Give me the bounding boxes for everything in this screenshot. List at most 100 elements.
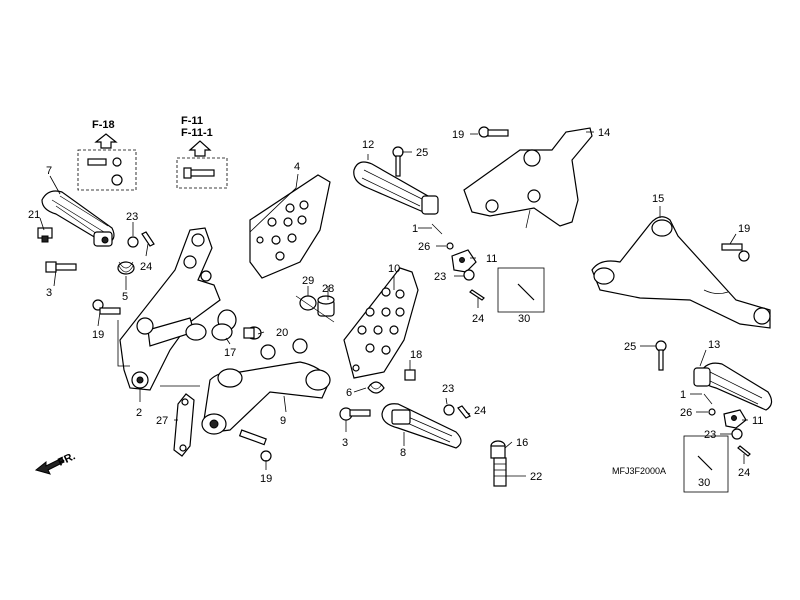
cotter-pin-24-top: [469, 289, 485, 301]
reference-f11-1-label[interactable]: F-11-1: [181, 127, 213, 139]
rider-step-holder-2: [119, 227, 221, 391]
ball-26-right: [708, 408, 716, 416]
callout-23-left[interactable]: 23: [126, 211, 138, 223]
callout-1-right[interactable]: 1: [680, 389, 686, 401]
pin-25-top: [392, 146, 404, 177]
callout-1-top[interactable]: 1: [412, 223, 418, 235]
callout-12[interactable]: 12: [362, 139, 374, 151]
callout-19-top[interactable]: 19: [452, 129, 464, 141]
callout-19-right[interactable]: 19: [738, 223, 750, 235]
callout-30-right[interactable]: 30: [698, 477, 710, 489]
callout-4[interactable]: 4: [294, 161, 300, 173]
front-arrow-icon: [34, 457, 65, 475]
heel-guard-4: [249, 174, 331, 279]
callout-3-center[interactable]: 3: [342, 437, 348, 449]
bolt-19-right: [721, 243, 750, 262]
up-arrow-icon: [94, 133, 118, 149]
callout-26-right[interactable]: 26: [680, 407, 692, 419]
washer-23-center: [443, 404, 455, 416]
callout-25-top[interactable]: 25: [416, 147, 428, 159]
callout-24-center[interactable]: 24: [474, 405, 486, 417]
diagram-code: MFJ3F2000A: [612, 466, 666, 476]
callout-11-top[interactable]: 11: [486, 253, 497, 265]
footpeg-left: [41, 190, 115, 247]
callout-21[interactable]: 21: [28, 209, 40, 221]
spring-6: [367, 381, 385, 394]
footpeg-center: [381, 403, 462, 449]
reference-f18-group: F-18: [77, 119, 137, 191]
bolt-3-left: [45, 261, 77, 273]
callout-7[interactable]: 7: [46, 165, 52, 177]
callout-15[interactable]: 15: [652, 193, 664, 205]
up-arrow-icon: [188, 140, 212, 157]
cotter-pin-24-left: [141, 231, 155, 247]
callout-25-right[interactable]: 25: [624, 341, 636, 353]
adjuster-bolt-22: [493, 457, 507, 487]
clip-box-30-top: [497, 267, 545, 313]
front-marker: FR.: [34, 450, 77, 475]
clip-30-right: [697, 455, 713, 471]
callout-28[interactable]: 28: [322, 283, 334, 295]
bolt-3-center: [339, 407, 371, 421]
callout-26-top[interactable]: 26: [418, 241, 430, 253]
leader-lines: [39, 131, 748, 477]
spring-5: [117, 261, 135, 275]
ball-26-top: [446, 242, 454, 250]
callout-24-right[interactable]: 24: [738, 467, 750, 479]
callout-23-right[interactable]: 23: [704, 429, 716, 441]
callout-13[interactable]: 13: [708, 339, 720, 351]
spring-1-right: [703, 393, 713, 405]
callout-23-top[interactable]: 23: [434, 271, 446, 283]
adjuster-16: [490, 440, 506, 459]
reference-f18-label[interactable]: F-18: [92, 119, 115, 131]
heel-guard-10: [343, 267, 419, 379]
callout-10[interactable]: 10: [388, 263, 400, 275]
passenger-holder-15: [591, 216, 771, 329]
callouts: 7 21 3 5 23 24 19 2 27 4 17 20 29 28 9 1…: [28, 127, 763, 489]
callout-22[interactable]: 22: [530, 471, 542, 483]
front-label: FR.: [56, 450, 77, 468]
passenger-footpeg-13: [693, 362, 773, 411]
passenger-footpeg-12: [353, 161, 439, 215]
detent-plate-11-top: [451, 249, 477, 273]
rider-step-bracket-9: [201, 338, 331, 435]
cotter-pin-24-center: [457, 405, 471, 419]
callout-3-left[interactable]: 3: [46, 287, 52, 299]
callout-24-top[interactable]: 24: [472, 313, 484, 325]
callout-2[interactable]: 2: [136, 407, 142, 419]
callout-16[interactable]: 16: [516, 437, 528, 449]
bolt-19-left: [92, 299, 121, 315]
bolt-19-top: [478, 126, 509, 138]
callout-5[interactable]: 5: [122, 291, 128, 303]
callout-29[interactable]: 29: [302, 275, 314, 287]
callout-24-left[interactable]: 24: [140, 261, 152, 273]
washer-23-top: [463, 269, 475, 281]
callout-27[interactable]: 27: [156, 415, 168, 427]
small-bolt-21: [37, 227, 53, 243]
bolt-19-bottom: [238, 429, 272, 462]
callout-18[interactable]: 18: [410, 349, 422, 361]
spring-1-top: [431, 223, 443, 235]
callout-17[interactable]: 17: [224, 347, 236, 359]
washer-23-right: [731, 428, 743, 440]
reference-f11-group: F-11 F-11-1: [176, 115, 228, 189]
callout-9[interactable]: 9: [280, 415, 286, 427]
bolt-20: [243, 326, 262, 340]
reference-f11-label[interactable]: F-11: [181, 115, 203, 127]
callout-6[interactable]: 6: [346, 387, 352, 399]
callout-14[interactable]: 14: [598, 127, 610, 139]
clip-box-30-right: [683, 435, 729, 493]
callout-11-right[interactable]: 11: [752, 415, 763, 427]
callout-8[interactable]: 8: [400, 447, 406, 459]
callout-30-top[interactable]: 30: [518, 313, 530, 325]
callout-20[interactable]: 20: [276, 327, 288, 339]
reference-box: [77, 149, 137, 191]
callout-19-bottom[interactable]: 19: [260, 473, 272, 485]
clip-30-top: [517, 283, 535, 301]
collar-17: [211, 309, 237, 341]
passenger-holder-14: [463, 127, 593, 229]
detent-plate-11-right: [723, 409, 747, 429]
callout-19-left[interactable]: 19: [92, 329, 104, 341]
callout-23-center[interactable]: 23: [442, 383, 454, 395]
